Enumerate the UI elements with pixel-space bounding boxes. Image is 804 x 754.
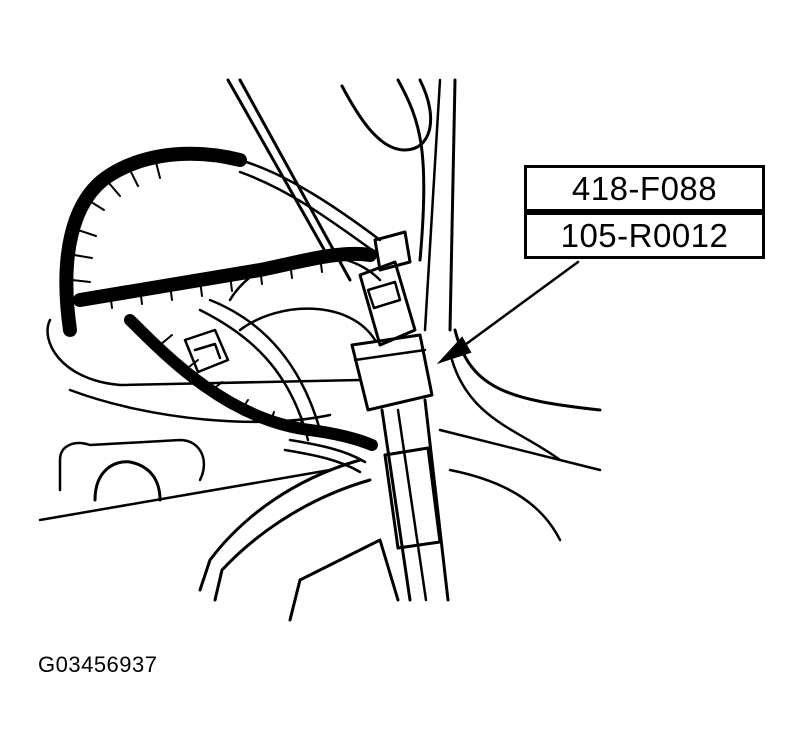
callout-arrow — [436, 260, 580, 365]
electrical-connector — [350, 230, 434, 412]
tool-number-label: 105-R0012 — [560, 216, 729, 254]
body-panel-lines — [38, 78, 602, 622]
harness-tube — [380, 398, 450, 602]
figure-id: G03456937 — [38, 652, 158, 677]
wiring-harness — [59, 146, 382, 474]
tool-number-label: 418-F088 — [571, 169, 718, 207]
tool-number-box: 418-F088 — [524, 165, 765, 212]
tool-number-box: 105-R0012 — [524, 212, 765, 259]
